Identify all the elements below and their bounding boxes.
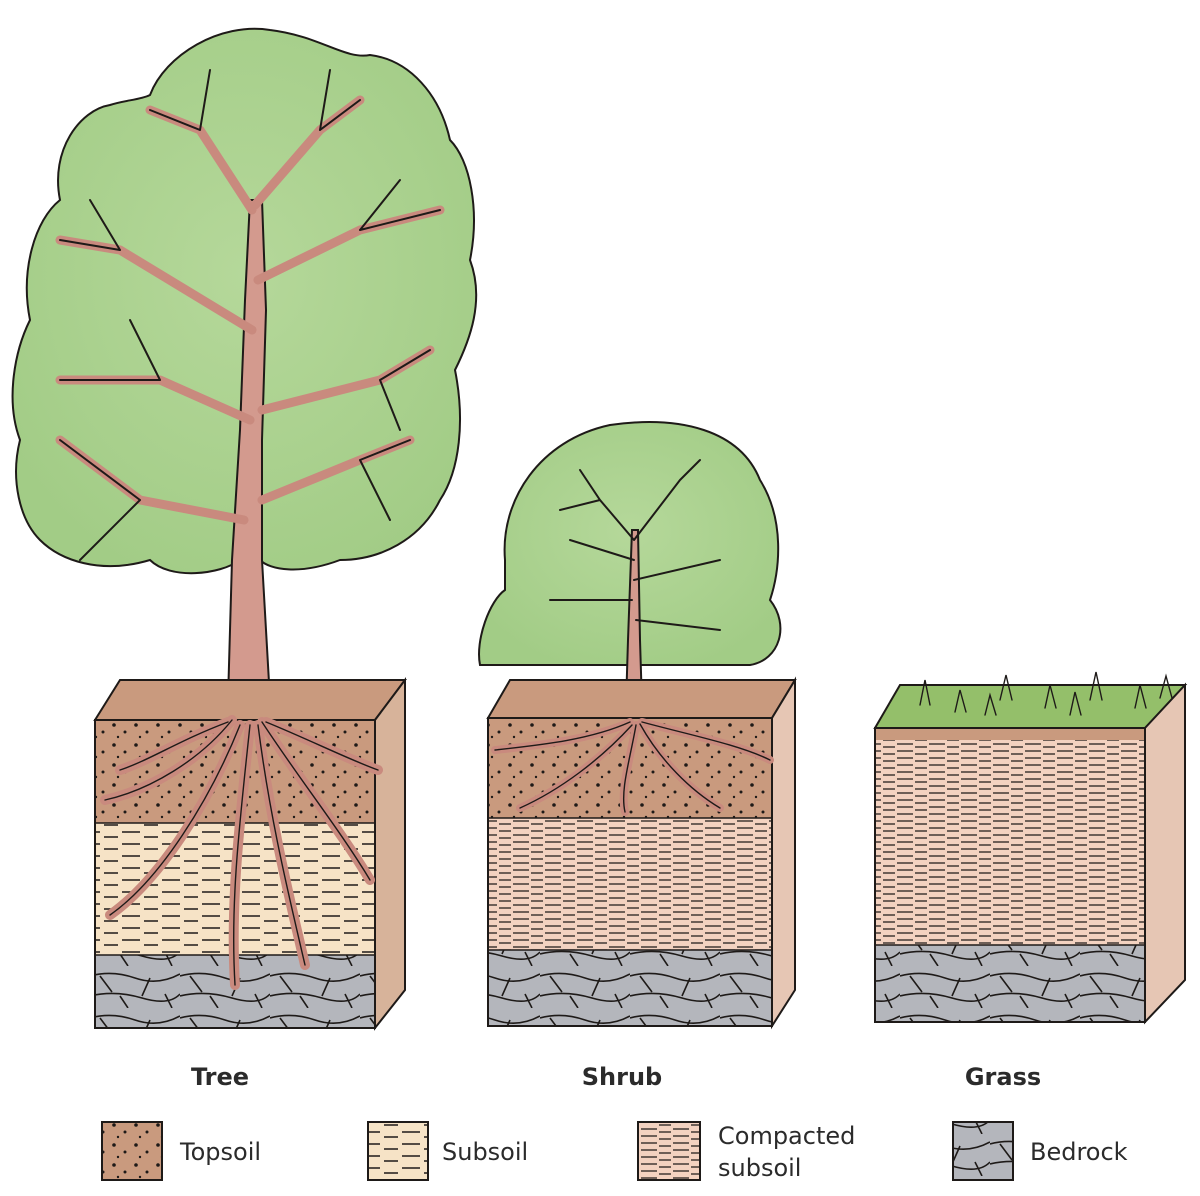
shrub-column: Shrub [478,421,797,1091]
shrub-label: Shrub [582,1063,662,1091]
legend-item-compacted-subsoil: Compacted subsoil [637,1121,855,1182]
bedrock-label: Bedrock [1030,1138,1128,1166]
shrub-roots [491,718,774,816]
grass-label: Grass [965,1063,1041,1091]
compacted-subsoil-label-line1: Compacted [718,1122,855,1150]
shrub-branches [549,459,721,631]
subsoil-label: Subsoil [442,1138,528,1166]
tree-branches [55,69,445,561]
tree-column: Tree [11,27,478,1091]
tree-label: Tree [191,1063,249,1091]
legend-item-subsoil: Subsoil [367,1121,528,1181]
tree-roots [100,715,383,990]
grass-blades [919,671,1173,716]
legend-item-topsoil: Topsoil [101,1121,261,1181]
legend: Topsoil Subsoil Compacted subsoil Bedroc… [101,1121,1128,1182]
shrub-canopy [478,421,782,666]
grass-soil-block [873,682,1188,1025]
compacted-subsoil-label-line2: subsoil [718,1154,801,1182]
topsoil-label: Topsoil [179,1138,261,1166]
grass-column: Grass [873,671,1188,1091]
legend-item-bedrock: Bedrock [952,1121,1128,1181]
